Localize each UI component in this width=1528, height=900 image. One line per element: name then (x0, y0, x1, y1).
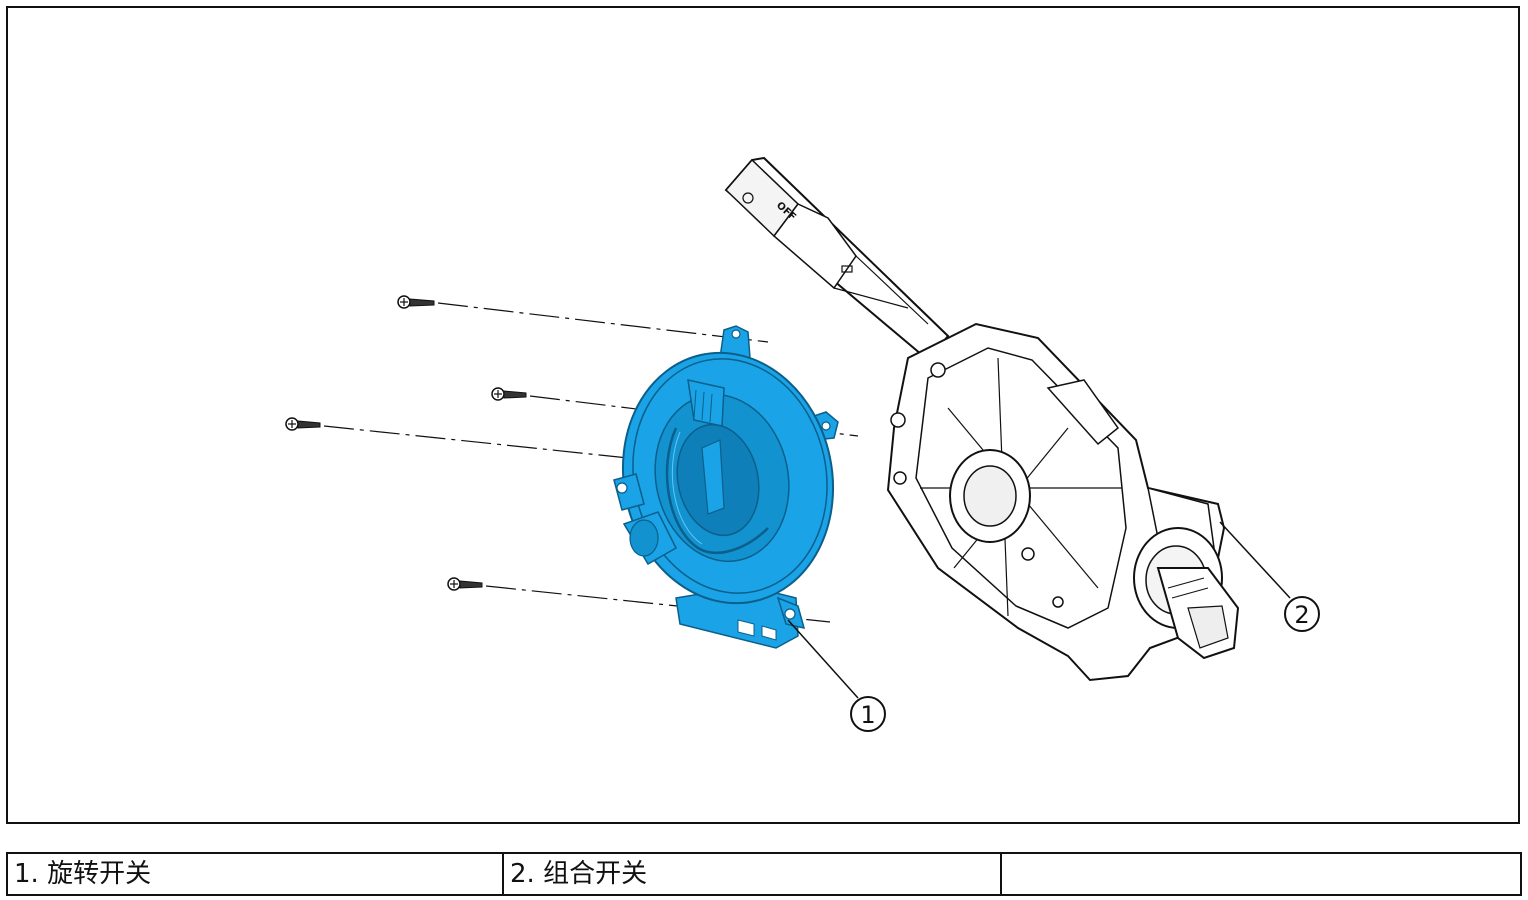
legend-item-rotary-switch: 1. 旋转开关 (8, 854, 504, 894)
legend-item-combination-switch: 2. 组合开关 (504, 854, 1002, 894)
screw-3 (285, 417, 629, 459)
callout-2-number: 2 (1294, 601, 1309, 629)
legend-item-empty (1002, 854, 1520, 894)
exploded-view-illustration: OFF (285, 156, 1320, 732)
callout-1-number: 1 (860, 701, 875, 729)
callout-1: 1 (787, 619, 886, 732)
fog-light-icon (841, 265, 853, 273)
diagram-frame: OFF (6, 6, 1520, 824)
screw-1 (397, 295, 769, 343)
combination-switch: OFF (724, 156, 1240, 682)
callout-2: 2 (1219, 521, 1320, 632)
parts-legend-table: 1. 旋转开关 2. 组合开关 (6, 852, 1522, 896)
headlight-icon (742, 192, 754, 204)
rotary-switch (613, 325, 839, 649)
